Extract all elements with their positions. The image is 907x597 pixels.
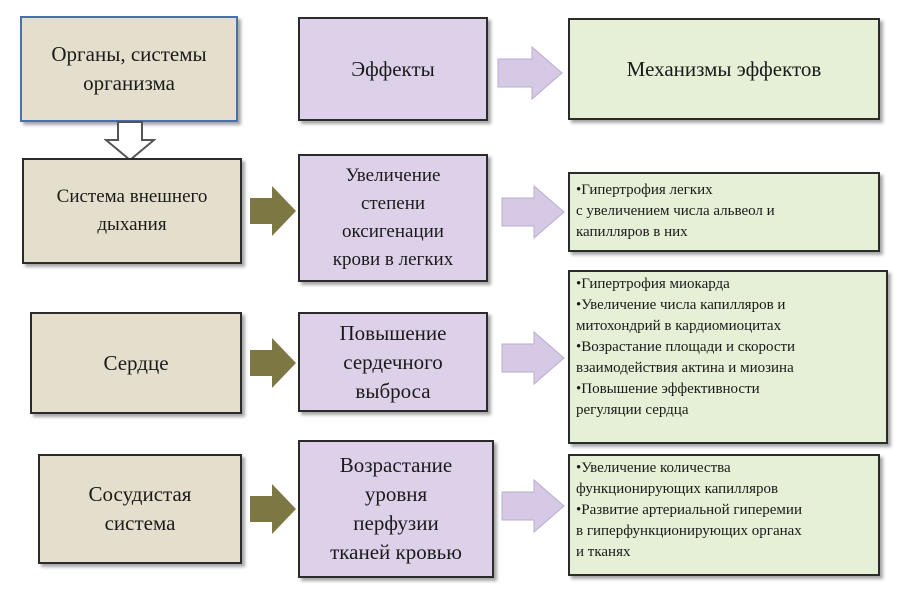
row-2-organ-to-effect-arrow: [250, 338, 296, 388]
row-2-mechanism-line-1: •Гипертрофия миокарда: [576, 276, 730, 292]
row-2-mechanism-line-3: митохондрий в кардиомиоцитах: [576, 318, 782, 334]
row-2-mechanism-line-7: регуляции сердца: [576, 402, 689, 418]
row-2-effect-to-mechanism-arrow: [501, 330, 565, 386]
row-1-effect-line-2: степени: [360, 193, 426, 214]
row-3-mechanism-line-2: функционирующих капилляров: [576, 481, 779, 497]
row-3-mechanisms-box: •Увеличение количества функционирующих к…: [568, 454, 880, 576]
header-organs-line-1: Органы, системы: [51, 42, 207, 66]
row-1-mechanism-line-2: с увеличением числа альвеол и: [576, 203, 775, 219]
row-2-effect-line-2: сердечного: [343, 349, 443, 374]
header-effects-box: Эффекты: [298, 17, 488, 121]
row-3-effect-line-3: перфузии: [353, 511, 439, 535]
row-3-mechanism-line-5: и тканях: [576, 544, 631, 560]
row-3-mechanism-line-4: в гиперфункционирующих органах: [576, 523, 802, 539]
row-1-organ-to-effect-arrow: [250, 186, 296, 236]
row-3-organ-line-2: система: [104, 511, 176, 535]
row-3-effect-line-1: Возрастание: [339, 453, 453, 477]
row-3-organ-to-effect-arrow: [250, 484, 296, 534]
row-2-effect-line-1: Повышение: [339, 320, 447, 345]
row-1-organ-line-2: дыхания: [97, 214, 167, 235]
row-3-effect-box: Возрастание уровня перфузии тканей кровь…: [298, 440, 494, 578]
header-mechanisms-line-1: Механизмы эффектов: [626, 56, 822, 81]
row-2-effect-line-3: выброса: [355, 378, 431, 403]
header-mechanisms-box: Механизмы эффектов: [568, 18, 880, 120]
row-3-organ-line-1: Сосудистая: [88, 482, 192, 506]
row-1-mechanism-line-1: •Гипертрофия легких: [576, 182, 713, 198]
row-2-effect-box: Повышение сердечного выброса: [298, 312, 488, 412]
header-effects-line-1: Эффекты: [351, 56, 435, 81]
header-effect-to-mechanism-arrow: [497, 45, 563, 101]
row-2-mechanism-line-5: взаимодействия актина и миозина: [576, 360, 794, 376]
row-1-mechanism-line-3: капилляров в них: [576, 224, 688, 240]
row-1-effect-to-mechanism-arrow: [501, 184, 565, 240]
row-1-effect-line-1: Увеличение: [345, 165, 441, 186]
row-1-organ-line-1: Система внешнего: [56, 186, 208, 207]
row-1-organ-box: Система внешнего дыхания: [22, 158, 242, 264]
row-3-mechanism-line-3: •Развитие артериальной гиперемии: [576, 502, 802, 518]
row-2-mechanism-line-2: •Увеличение числа капилляров и: [576, 297, 786, 313]
row-3-organ-box: Сосудистая система: [38, 454, 242, 564]
row-2-mechanism-line-4: •Возрастание площади и скорости: [576, 339, 796, 355]
row-3-effect-line-2: уровня: [364, 482, 428, 506]
header-organs-line-2: организма: [83, 71, 175, 95]
row-2-mechanism-line-6: •Повышение эффективности: [576, 381, 760, 397]
row-2-mechanisms-box: •Гипертрофия миокарда •Увеличение числа …: [568, 270, 888, 444]
header-organs-box: Органы, системы организма: [20, 16, 238, 122]
row-3-effect-to-mechanism-arrow: [501, 478, 565, 534]
row-1-effect-line-3: оксигенации: [342, 221, 444, 242]
row-1-effect-box: Увеличение степени оксигенации крови в л…: [298, 154, 488, 282]
row-1-effect-line-4: крови в легких: [332, 249, 454, 270]
row-3-mechanism-line-1: •Увеличение количества: [576, 460, 731, 476]
down-arrow: [104, 121, 156, 162]
row-1-mechanisms-box: •Гипертрофия легких с увеличением числа …: [568, 172, 880, 252]
row-3-effect-line-4: тканей кровью: [330, 540, 462, 564]
row-2-organ-line-1: Сердце: [103, 350, 169, 375]
row-2-organ-box: Сердце: [30, 312, 242, 414]
